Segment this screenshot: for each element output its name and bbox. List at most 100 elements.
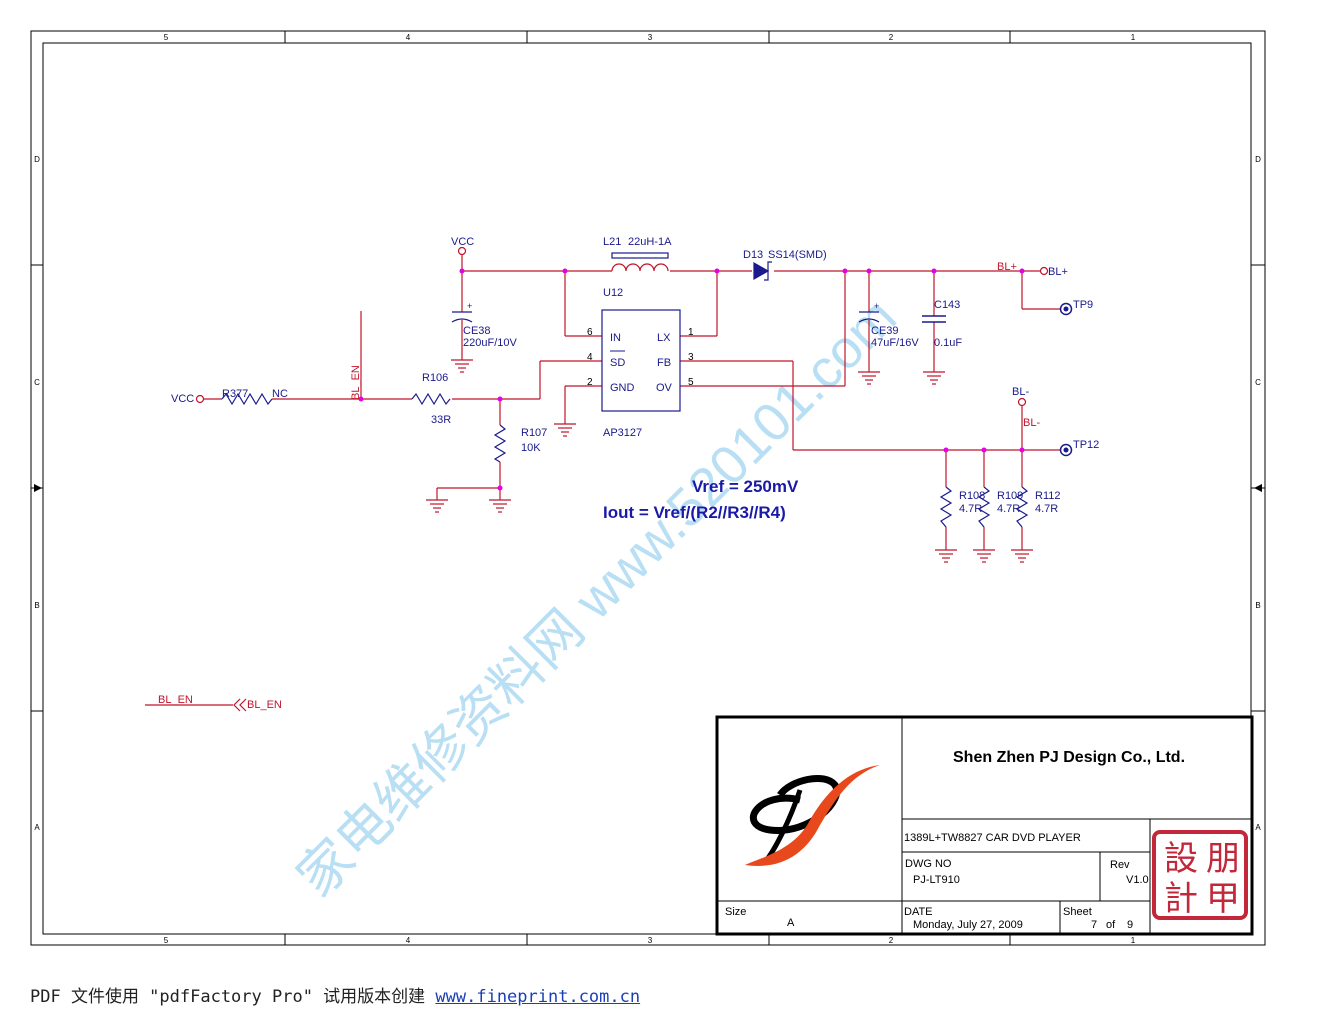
footer-link[interactable]: www.fineprint.com.cn [435,987,641,1007]
seal-char-2: 設 [1164,840,1198,878]
d13-ref: D13 [743,249,763,261]
ce39-value: 47uF/16V [871,337,919,349]
ic-u12-body [601,309,681,412]
bl-minus-port-label: BL- [1012,386,1029,398]
bl-en-wire-label: BL_EN [158,694,193,706]
vcc-top-port [457,246,467,256]
product-name: 1389L+TW8827 CAR DVD PLAYER [904,832,1081,844]
dwg-no-label: DWG NO [905,858,952,870]
schematic-sheet: 家电维修资料网 www.520101.com 5 4 3 2 1 5 4 3 2… [30,30,1266,946]
vcc-top-label: VCC [451,236,474,248]
col-label-top-1: 1 [1131,33,1136,42]
col-label-bottom-3: 3 [648,936,653,945]
row-label-right-D: D [1255,155,1261,164]
row-label-left-C: C [34,378,40,387]
sheet-frame [30,30,1266,946]
r377-ref: R377 [222,388,248,400]
r112-ref: R112 [1035,490,1060,502]
wires [145,255,1060,706]
vcc-left-label: VCC [171,393,194,405]
r112-value: 4.7R [1035,503,1058,515]
r106-ref: R106 [422,372,448,384]
col-label-bottom-4: 4 [406,936,411,945]
dwg-no-value: PJ-LT910 [913,874,960,886]
center-marker-left [34,484,42,492]
vcc-left-port [195,394,205,404]
ground-r107a [426,499,448,513]
ground-u12 [554,423,576,437]
ground-r107b [489,499,511,513]
diode-d13-symbol [753,261,770,281]
capacitor-c143 [922,315,946,323]
pin-in-label: IN [610,332,621,344]
ground-ce38 [451,359,473,373]
l21-value: 22uH-1A [628,236,672,248]
resistor-r109 [977,486,991,528]
frame-row-labels: D C B A D C B A [34,155,1261,832]
bl-en-port-label: BL_EN [247,699,282,711]
tp12-label: TP12 [1073,439,1099,451]
title-block: Shen Zhen PJ Design Co., Ltd. 1389L+TW88… [715,715,1254,936]
pin-number-6: 6 [587,327,593,338]
col-label-bottom-5: 5 [164,936,169,945]
tp9-label: TP9 [1073,299,1093,311]
pin-number-4: 4 [587,352,593,363]
r109-ref: R109 [997,490,1023,502]
c143-ref: C143 [934,299,960,311]
r107-value: 10K [521,442,541,454]
bl-plus-port-label: BL+ [1048,266,1068,278]
pin-number-5: 5 [688,377,694,388]
resistor-r112 [1015,486,1029,528]
resistor-r106 [411,392,451,406]
rev-value: V1.0 [1126,874,1149,886]
bl-plus-port [1039,266,1049,276]
capacitor-ce38 [451,311,473,323]
pdf-footer: PDF 文件使用 "pdfFactory Pro" 试用版本创建 www.fin… [30,982,640,1007]
net-labels: BL+ BL- BL_EN BL_EN BL_EN [158,261,1040,711]
ce38-value: 220uF/10V [463,337,517,349]
connectors [195,246,1049,407]
formula-vref: Vref = 250mV [692,477,799,496]
seal-char-4: 計 [1164,880,1198,918]
junction-nodes [358,268,1025,491]
pin-numbers: 6 4 2 1 3 5 [587,327,694,388]
d13-value: SS14(SMD) [768,249,827,261]
inductor-l21-coil [611,263,669,272]
pin-number-1: 1 [688,327,694,338]
size-value: A [787,917,795,929]
bl-en-port-arrow [233,698,247,712]
diode-d13-cathode [764,261,772,281]
row-label-right-A: A [1255,823,1261,832]
seal-char-3: 甲 [1206,880,1240,918]
inductor-l21-core [611,252,669,259]
row-label-right-C: C [1255,378,1261,387]
pin-gnd-label: GND [610,382,635,394]
ground-r108 [935,549,957,563]
bl-en-vertical-label: BL_EN [350,365,362,400]
seal-char-1: 朋 [1206,840,1240,878]
r109-value: 4.7R [997,503,1020,515]
u12-ref: U12 [603,287,623,299]
pin-fb-label: FB [657,357,671,369]
frame-column-labels: 5 4 3 2 1 5 4 3 2 1 [164,33,1136,945]
pin-ov-label: OV [656,382,673,394]
component-labels: VCC VCC L21 22uH-1A D13 SS14(SMD) U12 AP… [171,236,1099,515]
polarity-marks: + + [467,301,879,311]
r377-value: NC [272,388,288,400]
date-value: Monday, July 27, 2009 [913,919,1023,931]
capacitor-ce39 [858,311,880,323]
r106-value: 33R [431,414,451,426]
ground-r109 [973,549,995,563]
resistor-r108 [939,486,953,528]
col-label-bottom-1: 1 [1131,936,1136,945]
ce38-ref: CE38 [463,325,491,337]
pin-sd-label: SD [610,357,625,369]
bl-plus-net-label: BL+ [997,261,1017,273]
col-label-top-3: 3 [648,33,653,42]
company-name: Shen Zhen PJ Design Co., Ltd. [953,749,1185,766]
ground-ce39 [858,371,880,385]
u12-part: AP3127 [603,427,642,439]
sheet-total: 9 [1127,919,1133,931]
size-label: Size [725,906,746,918]
resistor-r107 [493,424,507,463]
